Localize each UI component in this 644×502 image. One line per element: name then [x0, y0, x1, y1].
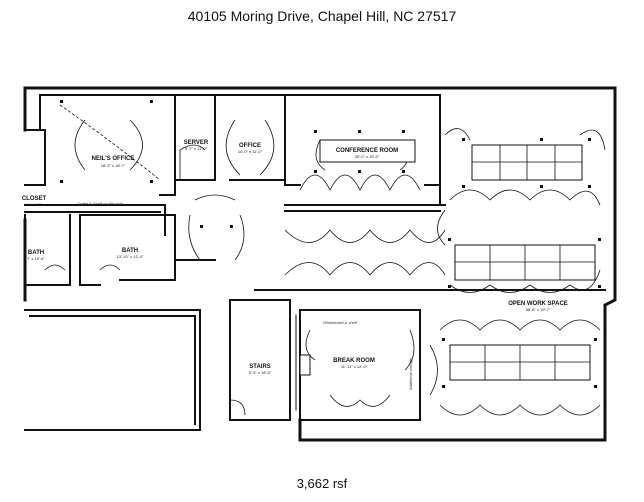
area-label: 3,662 rsf [296, 476, 348, 491]
wall [174, 259, 606, 291]
wall [24, 309, 201, 431]
room-label-neils-office: NEIL'S OFFICE [92, 156, 135, 162]
room-dims-bath-left: 7' x 10'-4" [27, 256, 45, 261]
page-title: 40105 Moring Drive, Chapel Hill, NC 2751… [187, 8, 457, 24]
wall [174, 94, 216, 181]
room-label-conference-room: CONFERENCE ROOM [336, 148, 398, 154]
wall [299, 309, 421, 421]
room-dims-conference-room: 25'-0" x 15'-0" [355, 154, 380, 159]
room-dims-neils-office: 18'-3" x 18'-7" [101, 163, 126, 168]
room-dims-break-room: 11'-11" x 12'-0" [341, 364, 368, 369]
wall [24, 204, 166, 236]
wall [229, 299, 291, 421]
wall [24, 214, 176, 286]
room-label-break-room: BREAK ROOM [333, 358, 375, 364]
room-dims-closet: 4' x 4'-0" [26, 202, 42, 207]
wall [214, 94, 286, 181]
room-dims-open-work-space: 58'-8" x 19'-7" [526, 307, 551, 312]
room-label-bath-right: BATH [122, 248, 138, 254]
wall [439, 94, 446, 206]
room-label-server: SERVER [184, 140, 209, 146]
conference-table [319, 139, 416, 163]
room-label-bath-left: BATH [28, 250, 44, 256]
room-label-closet: CLOSET [22, 196, 47, 202]
outer-wall [23, 86, 617, 442]
room-dims-stairs: 9'-3" x 18'-6" [249, 370, 272, 375]
room-label-stairs: STAIRS [249, 364, 271, 370]
room-label-office: OFFICE [239, 143, 261, 149]
room-dims-office: 10'-0" x 11'-0" [238, 149, 263, 154]
wall [24, 94, 176, 196]
room-dims-server: 5'-7" x 11'-0" [185, 146, 208, 151]
room-dims-bath-right: 13'-10" x 12'-4" [117, 254, 144, 259]
note-neils-office: Outlet & Shelf on this wall [77, 201, 123, 206]
note-break-room-right: Additional storage [408, 357, 413, 391]
wall [284, 204, 441, 212]
note-break-room: Whiteboard & shelf [323, 320, 358, 325]
room-label-open-work-space: OPEN WORK SPACE [508, 301, 568, 307]
break-room-sink [299, 354, 311, 376]
